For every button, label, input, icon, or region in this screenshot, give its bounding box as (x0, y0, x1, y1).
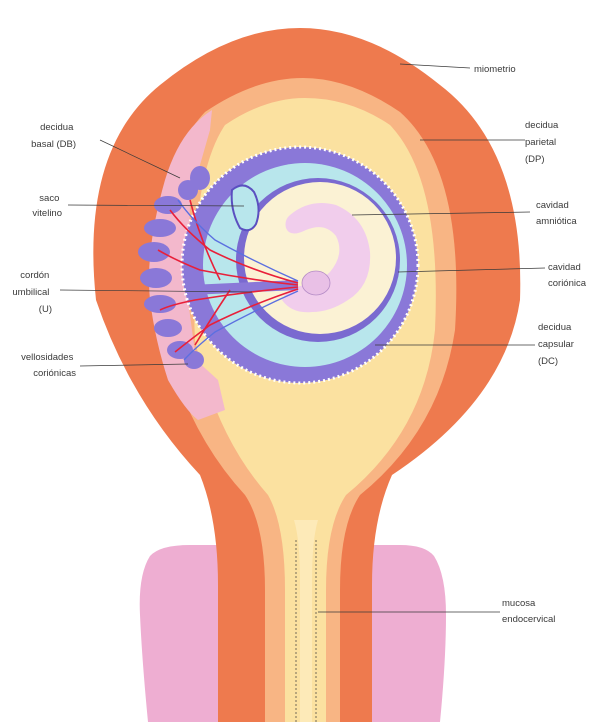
label-decidua-parietal: decidua parietal (DP) (525, 120, 561, 165)
label-decidua-basal: decidua basal (DB) (31, 122, 76, 150)
label-mucosa-endocervical: mucosa endocervical (502, 598, 555, 625)
label-decidua-capsular: decidua capsular (DC) (538, 322, 577, 367)
embryo-cord-bulge (302, 271, 330, 295)
label-miometrio: miometrio (474, 64, 516, 75)
label-vellosidades-corionicas: vellosidades coriónicas (21, 352, 76, 379)
label-cavidad-corionica: cavidad coriónica (548, 262, 587, 289)
label-cavidad-amniotica: cavidad amniótica (536, 200, 577, 227)
label-cordon-umbilical: cordón umbilical (U) (12, 270, 52, 315)
label-saco-vitelino: saco vitelino (32, 193, 62, 219)
